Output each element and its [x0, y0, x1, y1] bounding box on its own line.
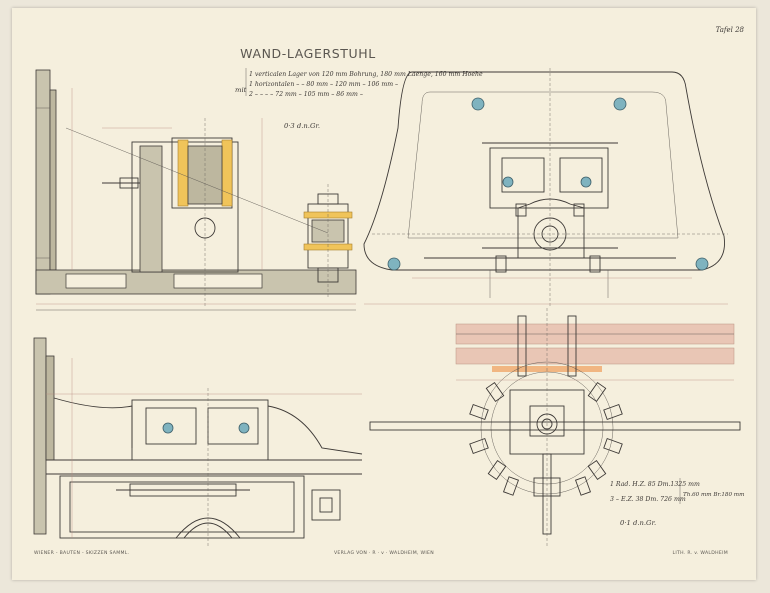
front-elevation — [363, 68, 728, 308]
footer-left: WIENER - BAUTEN - SKIZZEN SAMML. — [34, 550, 129, 556]
lower-elevation — [33, 337, 363, 548]
spec-row-2: 1 horizontalen – – 80 mm – 120 mm – 106 … — [249, 81, 398, 88]
side-elevation-section — [35, 69, 357, 308]
spec-bracket-label: mit — [235, 86, 247, 94]
plan-view — [369, 308, 741, 548]
bottom-note: 1 Rad. H.Z. 85 Dm.1325 mm 3 – E.Z. 38 Dm… — [610, 478, 744, 527]
note-line-2: 3 – E.Z. 38 Dm. 726 mm — [610, 496, 686, 503]
footer: WIENER - BAUTEN - SKIZZEN SAMML. VERLAG … — [34, 550, 728, 556]
spec-row-1: 1 verticalen Lager von 120 mm Bohrung, 1… — [249, 71, 483, 78]
plate-number: Tafel 28 — [716, 26, 745, 34]
footer-center: VERLAG VON · R · v · WALDHEIM, WIEN — [334, 550, 434, 556]
drawing-sheet: Tafel 28 WAND-LAGERSTUHL mit 1 verticale… — [12, 8, 756, 580]
spec-table: mit 1 verticalen Lager von 120 mm Bohrun… — [235, 68, 483, 98]
spec-row-3: 2 – – – – 72 mm – 105 mm – 86 mm – — [248, 91, 363, 98]
drawing-title: WAND-LAGERSTUHL — [240, 46, 376, 61]
technical-drawing: Tafel 28 WAND-LAGERSTUHL mit 1 verticale… — [33, 26, 745, 556]
scale-top: 0·3 d.n.Gr. — [284, 122, 320, 130]
scale-bottom: 0·1 d.n.Gr. — [620, 519, 656, 527]
footer-right: LITH. R. v. WALDHEIM — [673, 550, 728, 556]
note-brace: Th.60 mm Br.180 mm — [683, 492, 744, 498]
note-line-1: 1 Rad. H.Z. 85 Dm.1325 mm — [610, 481, 700, 488]
